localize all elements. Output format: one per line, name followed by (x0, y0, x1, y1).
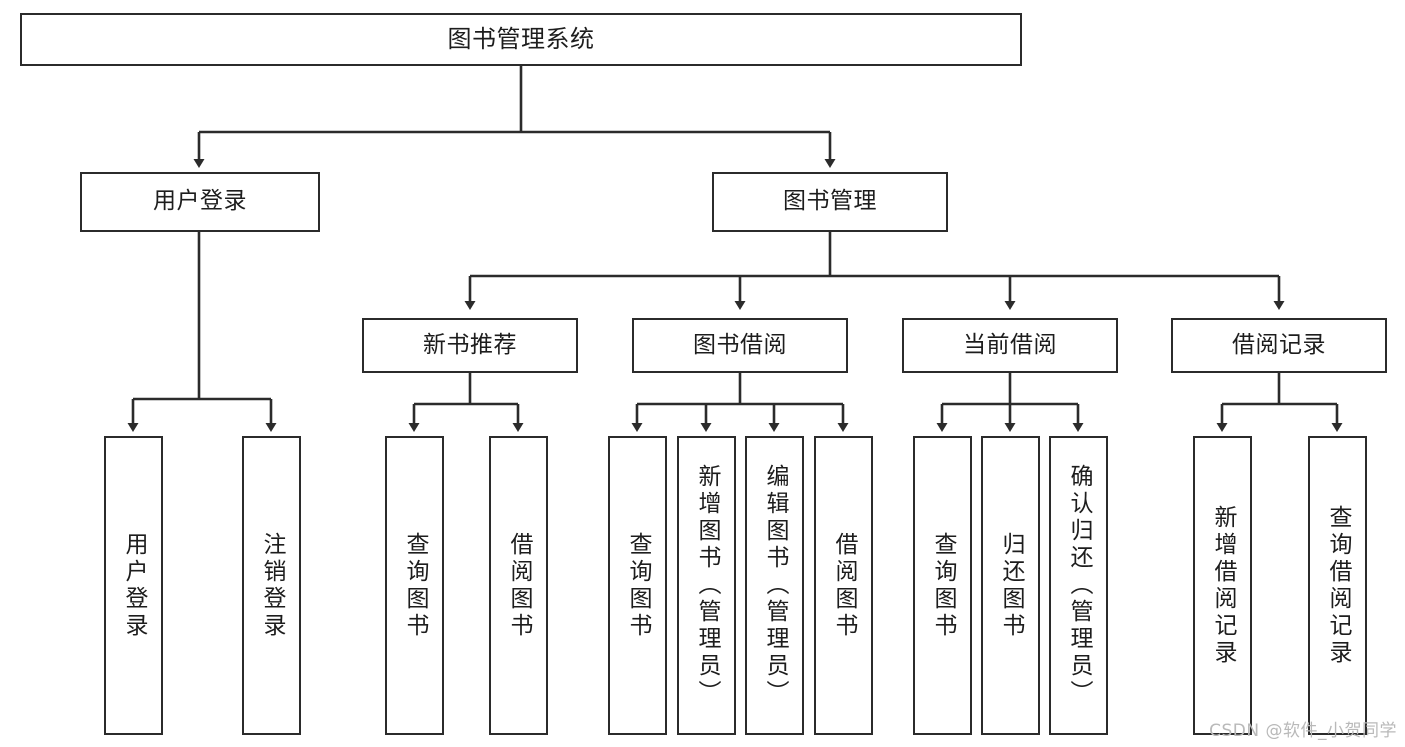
node-label: 借阅记录 (1232, 331, 1326, 358)
node-label: 查询图书 (402, 531, 428, 640)
node-leaf-edit-book-admin[interactable]: 编辑图书（管理员） (745, 436, 804, 735)
node-label: 注销登录 (259, 531, 285, 640)
node-leaf-borrow-book[interactable]: 借阅图书 (814, 436, 873, 735)
node-root-system[interactable]: 图书管理系统 (20, 13, 1022, 66)
node-label: 编辑图书（管理员） (762, 464, 788, 707)
node-leaf-query-book-borrow[interactable]: 查询图书 (608, 436, 667, 735)
node-leaf-add-book-admin[interactable]: 新增图书（管理员） (677, 436, 736, 735)
node-label: 借阅图书 (831, 531, 857, 640)
node-leaf-confirm-return-admin[interactable]: 确认归还（管理员） (1049, 436, 1108, 735)
node-label: 确认归还（管理员） (1066, 464, 1092, 707)
node-borrow-record[interactable]: 借阅记录 (1171, 318, 1387, 373)
node-label: 图书管理 (783, 188, 877, 215)
node-label: 图书借阅 (693, 331, 787, 358)
node-label: 当前借阅 (963, 331, 1057, 358)
node-new-book-recommend[interactable]: 新书推荐 (362, 318, 578, 373)
node-label: 图书管理系统 (447, 25, 595, 54)
node-leaf-query-book-recommend[interactable]: 查询图书 (385, 436, 444, 735)
node-user-login[interactable]: 用户登录 (80, 172, 320, 232)
node-label: 新增图书（管理员） (694, 464, 720, 707)
node-label: 查询借阅记录 (1325, 504, 1351, 667)
node-label: 查询图书 (930, 531, 956, 640)
node-leaf-return-book[interactable]: 归还图书 (981, 436, 1040, 735)
node-book-borrow[interactable]: 图书借阅 (632, 318, 848, 373)
node-leaf-borrow-book-recommend[interactable]: 借阅图书 (489, 436, 548, 735)
node-label: 新增借阅记录 (1210, 504, 1236, 667)
node-label: 用户登录 (121, 531, 147, 640)
node-leaf-add-borrow-record[interactable]: 新增借阅记录 (1193, 436, 1252, 735)
node-label: 新书推荐 (423, 331, 517, 358)
node-label: 归还图书 (998, 531, 1024, 640)
node-label: 查询图书 (625, 531, 651, 640)
node-leaf-logout[interactable]: 注销登录 (242, 436, 301, 735)
node-book-management[interactable]: 图书管理 (712, 172, 948, 232)
node-leaf-user-login[interactable]: 用户登录 (104, 436, 163, 735)
node-label: 借阅图书 (506, 531, 532, 640)
node-label: 用户登录 (153, 188, 247, 215)
node-current-borrow[interactable]: 当前借阅 (902, 318, 1118, 373)
node-leaf-query-book-current[interactable]: 查询图书 (913, 436, 972, 735)
watermark: CSDN @软件_小贺同学 (1209, 721, 1397, 741)
node-leaf-query-borrow-record[interactable]: 查询借阅记录 (1308, 436, 1367, 735)
